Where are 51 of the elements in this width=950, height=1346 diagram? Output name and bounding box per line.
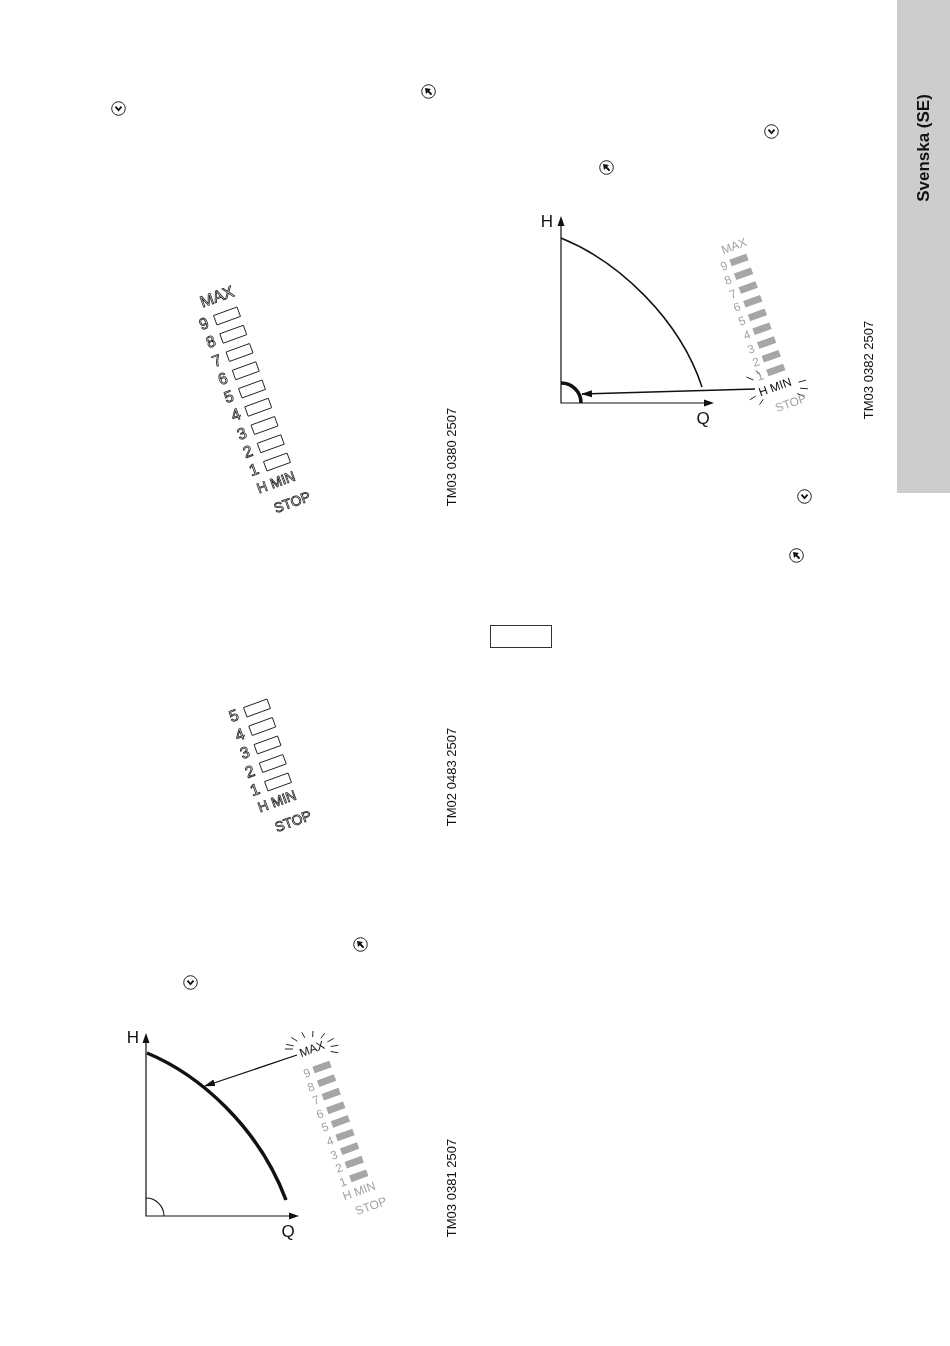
level-number: 9 <box>197 315 212 334</box>
mode-label: MAX <box>297 1038 327 1060</box>
level-number: 4 <box>228 406 243 425</box>
language-label: Svenska (SE) <box>914 94 932 202</box>
level-number: 5 <box>227 707 242 726</box>
level-number: 5 <box>319 1120 331 1135</box>
level-number: 8 <box>203 333 218 352</box>
arrow <box>581 388 756 398</box>
mode-label: MAX <box>197 283 237 311</box>
level-number: 2 <box>243 762 258 781</box>
level-number: 7 <box>727 286 738 301</box>
level-number: 7 <box>310 1093 321 1107</box>
mode-label: MAX <box>719 235 749 257</box>
figure-code: TM02 0483 2507 <box>444 727 458 827</box>
axis-label: H <box>540 212 554 230</box>
level-number: 3 <box>745 341 757 356</box>
level-number: 1 <box>247 461 262 480</box>
level-number: 1 <box>338 1175 349 1189</box>
level-number: 4 <box>324 1134 335 1148</box>
level-number: 2 <box>241 442 256 461</box>
figure-code: TM03 0380 2507 <box>444 407 458 507</box>
level-number: 1 <box>755 369 766 383</box>
level-number: 4 <box>232 725 247 744</box>
origin-arc <box>560 381 583 404</box>
level-number: 2 <box>333 1161 344 1175</box>
level-number: 6 <box>216 369 231 388</box>
mode-label: STOP <box>773 391 809 415</box>
level-number: 5 <box>222 388 237 407</box>
level-number: 3 <box>234 424 249 443</box>
level-number: 3 <box>237 744 252 763</box>
figure-code: TM03 0382 2507 <box>861 320 875 420</box>
level-number: 1 <box>248 781 263 800</box>
level-number: 6 <box>315 1107 326 1121</box>
level-number: 9 <box>718 259 729 273</box>
level-number: 2 <box>750 355 761 370</box>
level-number: 5 <box>736 314 748 328</box>
level-number: 8 <box>722 272 734 287</box>
axis-label: H <box>126 1028 140 1046</box>
level-number: 6 <box>732 300 743 315</box>
level-number: 8 <box>305 1079 317 1094</box>
pump-curve <box>146 1051 288 1201</box>
axis-label: Q <box>281 1222 295 1240</box>
level-number: 7 <box>209 351 224 370</box>
level-number: 4 <box>741 327 752 342</box>
axis-label: Q <box>696 409 710 427</box>
level-number: 3 <box>328 1147 340 1162</box>
figure-code: TM03 0381 2507 <box>444 1138 458 1238</box>
arrow <box>204 1054 298 1087</box>
mode-label: STOP <box>272 807 314 835</box>
mode-label: STOP <box>271 488 313 516</box>
level-number: 9 <box>301 1066 312 1080</box>
